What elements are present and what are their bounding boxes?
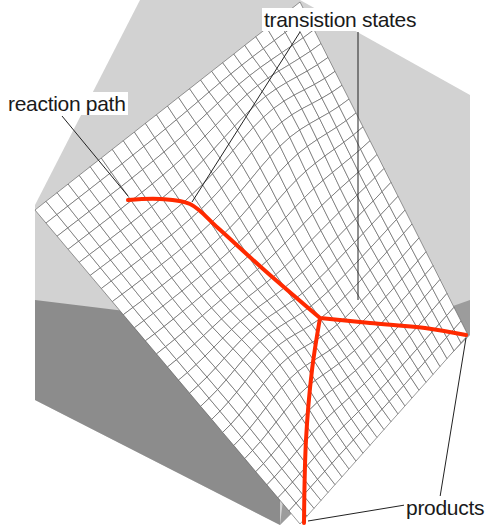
cube-floor-left xyxy=(35,300,280,525)
leader-line xyxy=(440,338,466,497)
annotation-label: products xyxy=(404,496,486,519)
cube-back-face xyxy=(35,0,470,525)
leader-line xyxy=(62,116,128,196)
reaction-path-curve xyxy=(128,199,466,523)
annotation-label: transistion states xyxy=(262,8,418,31)
annotation-label: reaction path xyxy=(6,92,128,115)
surface-mesh xyxy=(35,2,468,524)
leader-line xyxy=(192,32,300,202)
leader-line xyxy=(358,32,359,300)
leader-line xyxy=(308,505,405,521)
